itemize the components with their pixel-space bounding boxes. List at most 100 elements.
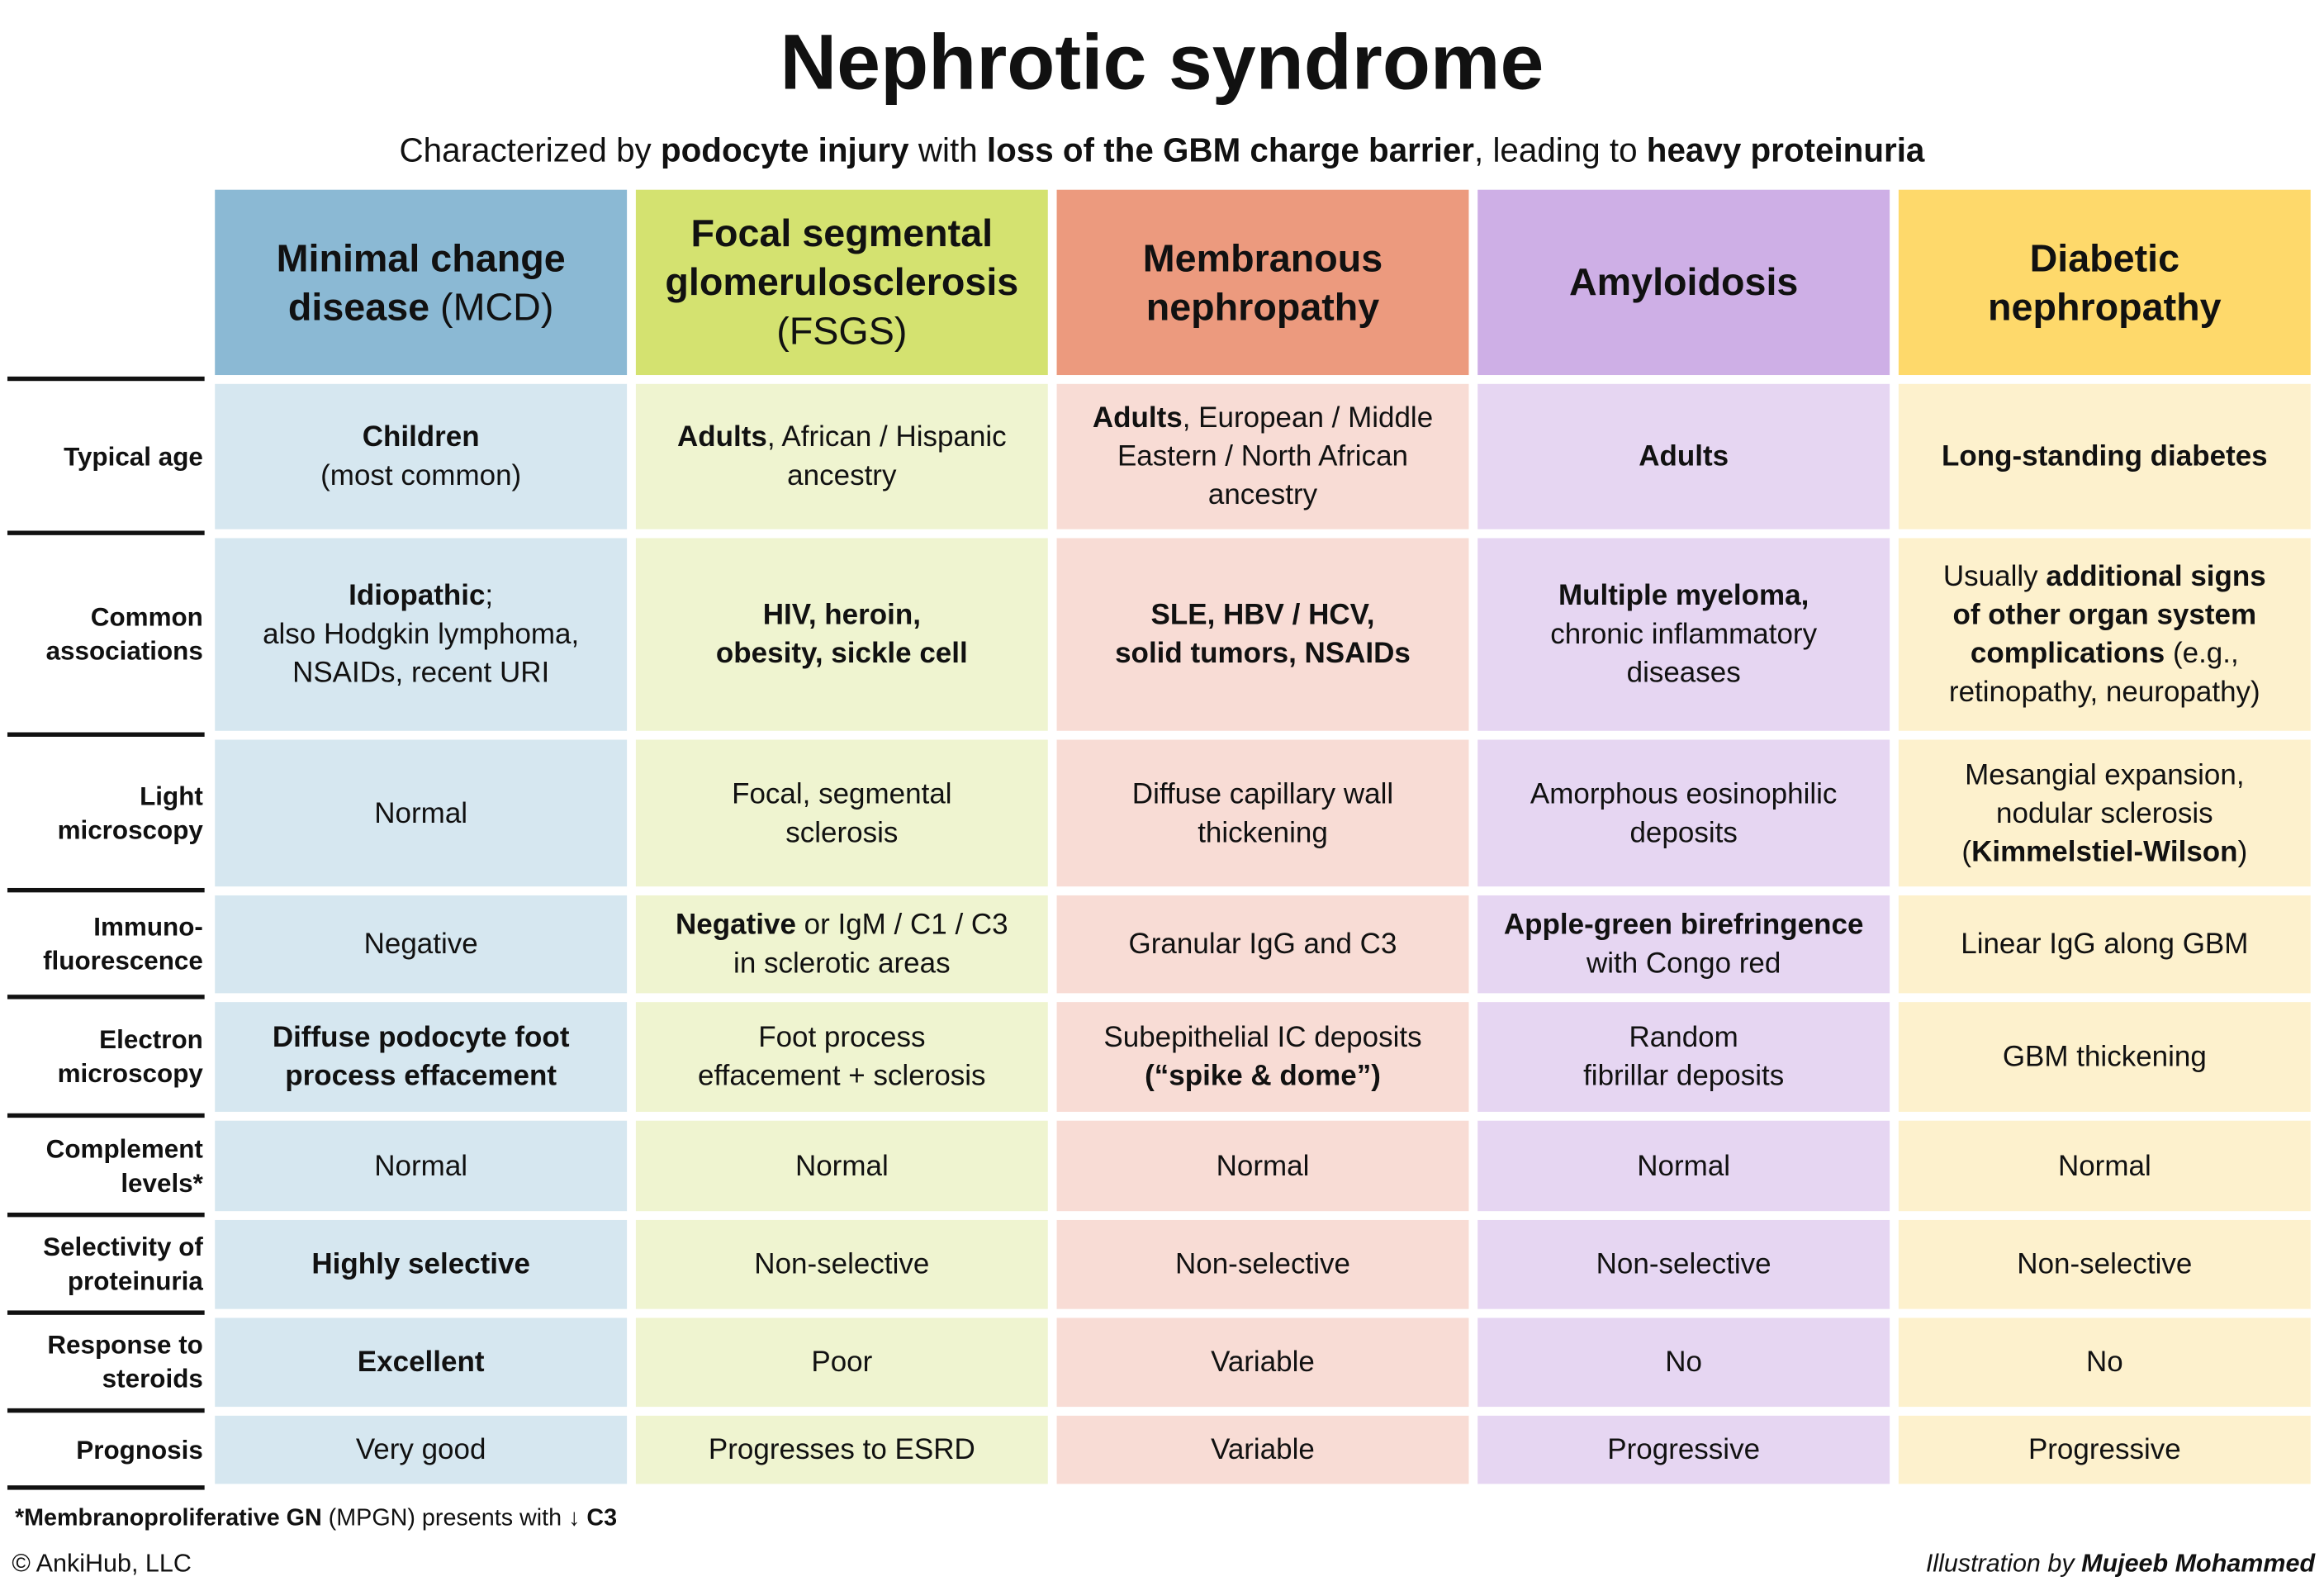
text-segment: Diffuse capillary wall (1131, 777, 1394, 810)
cell-line: Diffuse capillary wall (1132, 775, 1393, 814)
text-segment: *Membranoproliferative GN (14, 1506, 322, 1531)
text-segment: Multiple myeloma, (1558, 579, 1809, 613)
text-segment: HIV, heroin, (762, 599, 921, 632)
text-segment: Diabetic (2029, 235, 2180, 280)
cell-line: diseases (1627, 653, 1741, 692)
table-cell: Mesangial expansion,nodular sclerosis(Ki… (1898, 739, 2311, 887)
row-label-line: Complement (45, 1133, 203, 1163)
table-cell: Normal (635, 1120, 1048, 1212)
table-cell: Excellent (215, 1318, 628, 1408)
table-cell: Idiopathic;also Hodgkin lymphoma,NSAIDs,… (215, 538, 628, 731)
text-segment: Normal (1637, 1149, 1731, 1183)
table-cell: Non-selective (1056, 1219, 1469, 1309)
cell-line: Negative or IgM / C1 / C3 (676, 906, 1008, 945)
row-label-line: Electron (99, 1024, 203, 1054)
cell-line: No (1665, 1343, 1702, 1382)
text-segment: (most common) (320, 459, 522, 492)
row-divider (7, 1310, 205, 1315)
text-segment: nephropathy (1145, 283, 1380, 329)
row-label-line: fluorescence (43, 945, 203, 976)
cell-line: No (2086, 1343, 2123, 1382)
cell-line: Amyloidosis (1569, 258, 1798, 306)
table-cell: No (1477, 1318, 1890, 1408)
footnote: *Membranoproliferative GN (MPGN) present… (15, 1506, 617, 1532)
text-segment: , African / Hispanic (766, 420, 1007, 454)
cell-line: nephropathy (1988, 283, 2222, 331)
cell-line: Normal (374, 1147, 467, 1185)
cell-line: thickening (1198, 813, 1328, 852)
text-segment: Normal (2057, 1149, 2151, 1183)
cell-line: Subepithelial IC deposits (1103, 1019, 1421, 1057)
text-segment: fibrillar deposits (1583, 1060, 1785, 1093)
cell-line: Highly selective (311, 1245, 530, 1284)
cell-line: Non-selective (1596, 1245, 1771, 1284)
text-segment: No (1665, 1346, 1703, 1379)
text-segment: nephropathy (1988, 283, 2222, 329)
cell-line: Progresses to ESRD (709, 1431, 975, 1470)
cell-line: (FSGS) (776, 306, 907, 355)
table-cell: Normal (215, 739, 628, 887)
text-segment: Variable (1211, 1346, 1315, 1379)
table-cell: Subepithelial IC deposits(“spike & dome”… (1056, 1002, 1469, 1112)
text-segment: process effacement (285, 1060, 557, 1093)
table-cell: HIV, heroin,obesity, sickle cell (635, 538, 1048, 731)
cell-line: Minimal change (277, 234, 566, 283)
row-divider (7, 1408, 205, 1413)
cell-line: Diabetic (2030, 234, 2180, 283)
text-segment: loss of the GBM charge barrier (986, 131, 1475, 169)
cell-line: (most common) (320, 457, 521, 496)
row-label-line: Selectivity of (43, 1232, 203, 1262)
cell-line: Focal segmental (691, 209, 994, 258)
text-segment: thickening (1198, 815, 1328, 849)
text-segment: Progressive (1607, 1433, 1761, 1466)
cell-line: Normal (1217, 1147, 1310, 1185)
cell-line: HIV, heroin, (763, 596, 921, 634)
text-segment: diseases (1626, 657, 1741, 690)
text-segment: retinopathy, neuropathy) (1948, 676, 2260, 709)
cell-line: with Congo red (1586, 944, 1781, 983)
text-segment: (FSGS) (776, 308, 908, 354)
cell-line: Foot process (758, 1019, 925, 1057)
text-segment: (MPGN) presents with (321, 1506, 569, 1531)
table-cell: Normal (1477, 1120, 1890, 1212)
text-segment: ancestry (787, 459, 897, 492)
row-divider (7, 376, 205, 382)
text-segment: Minimal change (276, 235, 566, 280)
text-segment: Linear IgG along GBM (1961, 928, 2249, 961)
table-cell: No (1898, 1318, 2311, 1408)
cell-line: disease (MCD) (288, 283, 554, 331)
row-divider (7, 887, 205, 893)
text-segment: ) (2237, 835, 2248, 868)
text-segment: nodular sclerosis (1996, 796, 2213, 830)
cell-line: Negative (364, 925, 478, 964)
text-segment: Adults (676, 420, 767, 454)
cell-line: ancestry (787, 457, 896, 496)
text-segment: Amorphous eosinophilic (1530, 777, 1838, 810)
row-label: Typical age (0, 384, 203, 529)
text-segment: Mujeeb Mohammed (2081, 1549, 2316, 1578)
cell-line: Granular IgG and C3 (1129, 925, 1397, 964)
cell-line: Amorphous eosinophilic (1530, 775, 1838, 814)
cell-line: in sclerotic areas (733, 944, 951, 983)
cell-line: effacement + sclerosis (698, 1057, 986, 1096)
row-divider (7, 732, 205, 737)
cell-line: Variable (1211, 1431, 1315, 1470)
text-segment: podocyte injury (660, 131, 909, 169)
text-segment: NSAIDs, recent URI (292, 657, 550, 690)
table-cell: Progressive (1477, 1415, 1890, 1484)
text-segment: No (2085, 1346, 2123, 1379)
cell-line: Adults, African / Hispanic (677, 418, 1007, 457)
text-segment: Normal (1216, 1149, 1310, 1183)
cell-line: solid tumors, NSAIDs (1115, 634, 1411, 673)
subtitle: Characterized by podocyte injury with lo… (0, 132, 2324, 171)
